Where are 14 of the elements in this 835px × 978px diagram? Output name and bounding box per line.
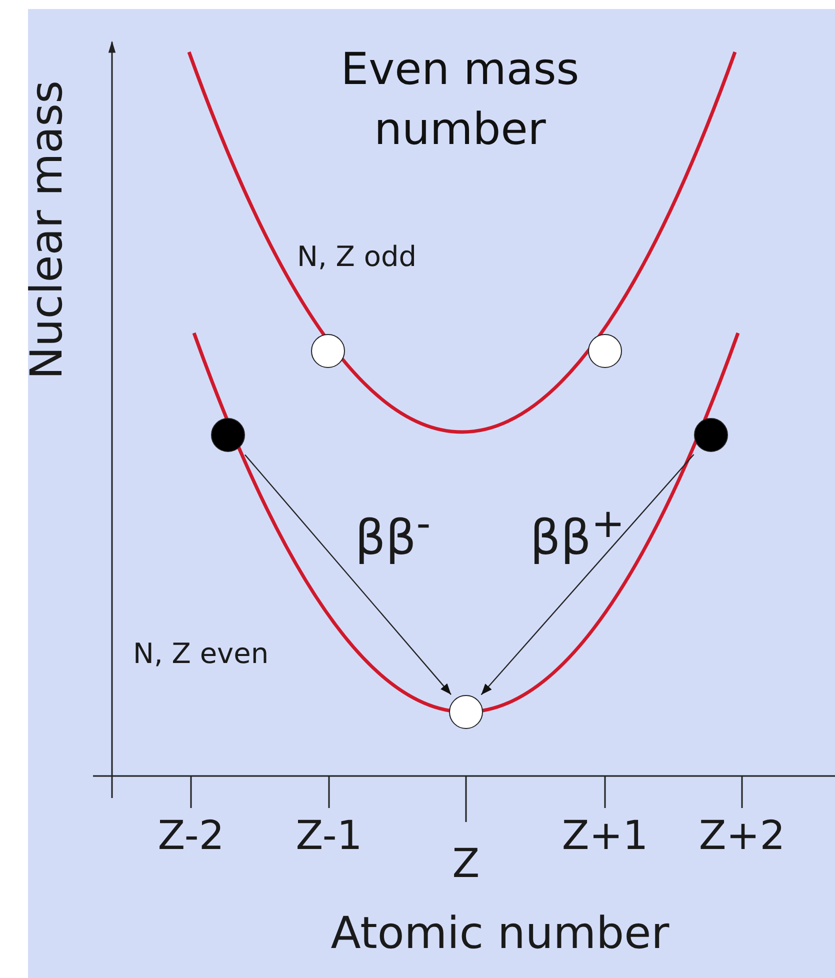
tick-label: Z-1 — [296, 812, 362, 860]
curve-label: N, Z odd — [297, 240, 417, 274]
tick-label: Z+1 — [562, 812, 648, 860]
edge-label: ββ$^{-}$ — [355, 500, 431, 568]
axis-title: Atomic number — [330, 908, 670, 961]
tick-label: Z — [452, 840, 480, 888]
tick-label: Z-2 — [158, 812, 224, 860]
tick-label: Z+2 — [698, 812, 786, 860]
title: Even mass number — [340, 43, 580, 157]
curve-label: N, Z even — [133, 637, 269, 671]
axis-title: Nuclear mass — [22, 80, 74, 380]
arrow — [480, 454, 694, 696]
arrow — [244, 454, 452, 695]
edge-label: ββ$^{+}$ — [530, 500, 625, 568]
